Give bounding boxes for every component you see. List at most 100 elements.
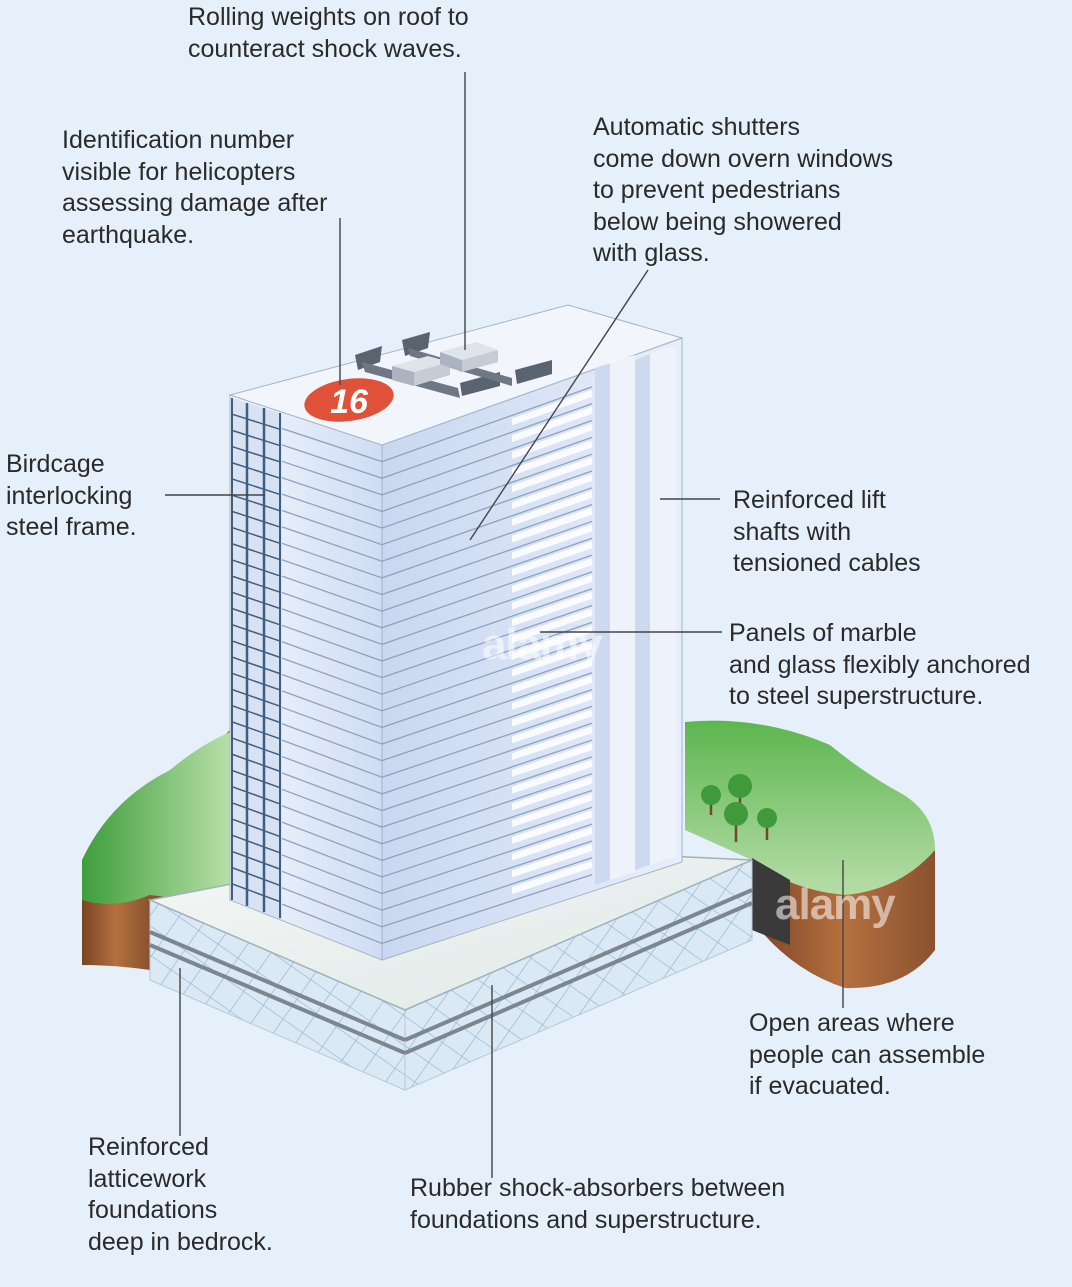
floor-line <box>281 805 383 845</box>
window-panel <box>512 558 592 593</box>
floor-line <box>381 621 593 695</box>
callout-birdcage-frame: Birdcage interlocking steel frame. <box>6 449 137 544</box>
frame-rung <box>231 818 281 838</box>
window-panel <box>512 625 592 660</box>
floor-line <box>381 588 593 662</box>
floor-line <box>381 722 593 795</box>
floor-line <box>381 739 593 812</box>
callout-line: foundations <box>88 1196 218 1224</box>
birdcage-steel-frame <box>231 398 282 920</box>
floor-line <box>281 460 383 496</box>
floor-line <box>281 755 383 795</box>
floor-line <box>381 403 593 479</box>
callout-line: Panels of marble <box>729 619 917 647</box>
frame-rung <box>231 559 281 577</box>
frame-rung <box>231 704 281 724</box>
floor-line <box>381 554 593 629</box>
callout-lift-shafts: Reinforced lift shafts with tensioned ca… <box>733 485 921 580</box>
floor-line <box>381 604 593 679</box>
window-panel <box>512 591 592 627</box>
callout-line: Rubber shock-absorbers between <box>410 1174 786 1202</box>
callout-line: Identification number <box>62 126 295 154</box>
frame-rung <box>231 753 281 773</box>
window-panel <box>512 423 592 459</box>
floor-line <box>381 638 593 712</box>
callout-identification-number: Identification number visible for helico… <box>62 125 327 251</box>
frame-rung <box>231 510 281 528</box>
frame-rung <box>231 721 281 740</box>
floor-line <box>281 739 383 778</box>
floor-line <box>281 608 383 645</box>
frame-rung <box>231 478 281 496</box>
floor-line <box>381 823 593 895</box>
frame-rung <box>231 526 281 545</box>
watermark: alamy <box>775 880 896 929</box>
floor-line <box>281 673 383 712</box>
window-panel <box>512 658 592 694</box>
floor-line <box>281 887 383 928</box>
floor-line <box>381 453 593 529</box>
trees <box>701 774 777 842</box>
window-panel <box>512 692 592 727</box>
frame-rung <box>231 623 281 642</box>
floor-line <box>281 477 383 513</box>
frame-rung <box>231 656 281 675</box>
floor-line <box>381 470 593 546</box>
callout-line: if evacuated. <box>749 1072 891 1100</box>
leader-lines <box>165 72 844 1178</box>
frame-rung <box>231 785 281 805</box>
window-panel <box>512 709 592 744</box>
window-panel <box>512 389 592 426</box>
floor-line <box>281 706 383 745</box>
floor-line <box>281 772 383 812</box>
window-panel <box>512 776 592 811</box>
floor-line <box>381 789 593 861</box>
window-panel <box>512 642 592 677</box>
frame-rung <box>231 688 281 707</box>
floor-line <box>381 672 593 745</box>
window-panel <box>512 406 592 443</box>
frame-rung <box>231 850 281 870</box>
floor-line <box>281 542 383 579</box>
window-panel <box>512 457 592 493</box>
floor-line <box>281 526 383 562</box>
floor-line <box>281 870 383 911</box>
frame-rung <box>231 866 281 887</box>
window-panel <box>512 524 592 560</box>
callout-line: and glass flexibly anchored <box>729 650 1031 679</box>
floor-line <box>381 537 593 612</box>
window-panel <box>512 843 592 878</box>
window-panel <box>512 759 592 794</box>
frame-rung <box>231 607 281 626</box>
floor-line <box>381 840 593 911</box>
callout-line: assessing damage after <box>62 189 328 217</box>
callout-line: Automatic shutters <box>593 113 801 141</box>
frame-rung <box>231 445 281 463</box>
callout-line: people can assemble <box>749 1040 986 1069</box>
floor-line <box>281 854 383 895</box>
floor-line <box>281 509 383 546</box>
window-panel <box>512 608 592 643</box>
floor-line <box>281 591 383 629</box>
window-panel <box>512 473 592 510</box>
floor-line <box>281 444 383 479</box>
tower <box>228 304 684 961</box>
floor-line <box>381 504 593 579</box>
floor-line <box>281 788 383 828</box>
callout-rubber-absorbers: Rubber shock-absorbers between foundatio… <box>410 1173 785 1236</box>
window-panel <box>512 810 592 844</box>
floor-line <box>381 571 593 645</box>
callout-line: steel frame. <box>6 513 137 541</box>
floor-line <box>381 520 593 596</box>
frame-rung <box>231 543 281 561</box>
window-panel <box>512 743 592 777</box>
frame-rung <box>231 494 281 512</box>
callout-line: latticework <box>88 1164 207 1193</box>
callout-line: to prevent pedestrians <box>593 176 841 204</box>
floor-line <box>381 705 593 778</box>
callout-line: Birdcage <box>6 450 105 478</box>
floor-line <box>281 837 383 878</box>
lift-shafts <box>595 346 676 885</box>
frame-rung <box>231 591 281 610</box>
